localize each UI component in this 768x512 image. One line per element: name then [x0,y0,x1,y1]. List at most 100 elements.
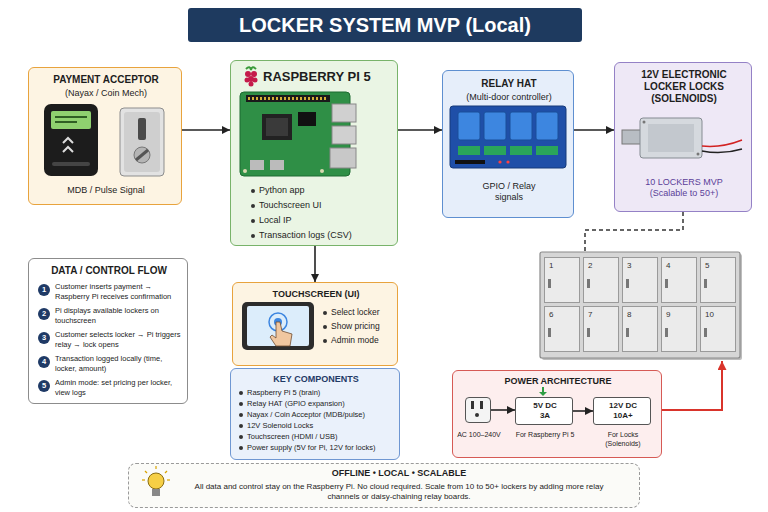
component-box: RELAY HAT(Multi-door controller)GPIO / R… [442,70,574,218]
outlet-symbol [471,401,483,417]
locker-number: 10 [705,310,729,320]
box-text: Touchscreen (HDMI / USB) [247,432,399,442]
raspberry-logo [249,82,254,87]
arrow-connector [574,129,614,131]
box-text: 12V Solenoid Locks [247,421,399,431]
coin-mech [134,147,150,163]
locker-handle [626,328,629,337]
raspberry-logo [253,78,258,83]
bullet-dot [251,234,255,238]
footer-note: OFFLINE • LOCAL • SCALABLEAll data and c… [128,463,640,508]
box-text: Transaction logged locally (time, locker… [55,354,185,373]
box-text: All data and control stay on the Raspber… [179,482,619,502]
outlet-symbol [475,413,479,417]
box-text: Admin mode: set pricing per locker, view… [55,378,185,397]
solenoid-lock [640,118,702,158]
raspberry-pi-board [320,169,324,173]
callout-number: 2 [38,308,50,320]
locker-door: 9 [661,306,697,352]
box-text: Touchscreen UI [259,200,394,211]
box-heading: PAYMENT ACCEPTOR [29,74,183,86]
diagram-title: LOCKER SYSTEM MVP (Local) [188,8,582,42]
relay-board [506,160,509,163]
relay-board [450,106,566,168]
locker-handle [665,279,668,288]
box-text: 10 LOCKERS MVP (Scalable to 50+) [639,177,729,199]
raspberry-pi-board [248,97,328,100]
relay-board [450,106,566,168]
locker-handle [704,328,707,337]
box-text: Power supply (5V for Pi, 12V for locks) [247,443,399,453]
locker-handle [587,279,590,288]
locker-handle [548,279,551,288]
title-banner: LOCKER SYSTEM MVP (Local) [188,8,582,42]
raspberry-pi-board [332,104,356,122]
relay-board [484,112,506,140]
lightbulb-icon [148,473,164,489]
input-arrow [539,392,547,396]
bullet-dot [323,311,327,315]
locker-handle [704,279,707,288]
box-heading: RASPBERRY PI 5 [263,69,393,85]
raspberry-pi-board [243,169,247,173]
box-text: Relay HAT (GPIO expansion) [247,399,399,409]
arrow-connector [314,246,316,282]
components-panel: KEY COMPONENTSRaspberry Pi 5 (brain)Rela… [230,368,400,460]
nayax-reader [44,104,98,176]
arrow-connector [491,409,515,411]
raspberry-pi-board [250,160,264,170]
solenoid-lock [697,153,700,156]
locker-handle [626,279,629,288]
component-box: TOUCHSCREEN (UI)Select lockerShow pricin… [232,282,398,366]
input-arrow [542,387,544,393]
callout-number: 4 [38,356,50,368]
solenoid-lock [622,130,642,144]
locker-door: 4 [661,257,697,303]
box-text: (Multi-door controller) [443,92,575,103]
relay-board [455,160,485,164]
nayax-reader [55,121,77,123]
locker-number: 8 [627,310,651,320]
locker-door: 2 [583,257,619,303]
coin-mech [124,112,160,172]
locker-door: 8 [622,306,658,352]
raspberry-pi-board [298,112,316,126]
coin-mech [120,108,164,176]
raspberry-pi-board [240,92,356,176]
locker-number: 6 [549,310,573,320]
power-supply-box: 5V DC 3AFor Raspberry Pi 5 [515,397,573,425]
lightbulb-icon [167,479,170,480]
raspberry-logo [246,67,256,70]
bullet-dot [251,219,255,223]
locker-handle [665,328,668,337]
arrow-connector [398,129,442,131]
arrow-connector [182,129,230,131]
solenoid-lock [702,140,742,146]
raspberry-logo [245,67,258,86]
locker-number: 5 [705,261,729,271]
relay-board [536,146,558,155]
solenoid-lock [622,118,742,158]
locker-door: 7 [583,306,619,352]
relay-board [458,146,480,155]
power-feed-arrow [662,361,722,410]
input-arrow [539,387,547,396]
coin-mech [136,150,148,160]
tablet-icon [269,313,287,331]
box-text: Show pricing [331,321,397,331]
locker-cabinet [540,252,742,360]
box-text: Local IP [259,215,394,226]
box-text: Select locker [331,307,397,317]
box-text: (Nayax / Coin Mech) [29,88,183,99]
box-text: Customer selects locker → Pi triggers re… [55,330,185,349]
locker-number: 3 [627,261,651,271]
raspberry-logo [245,71,251,77]
raspberry-pi-board [240,92,350,176]
locker-door: 10 [700,306,736,352]
bullet-dot [239,402,243,406]
callout-number: 1 [38,284,50,296]
